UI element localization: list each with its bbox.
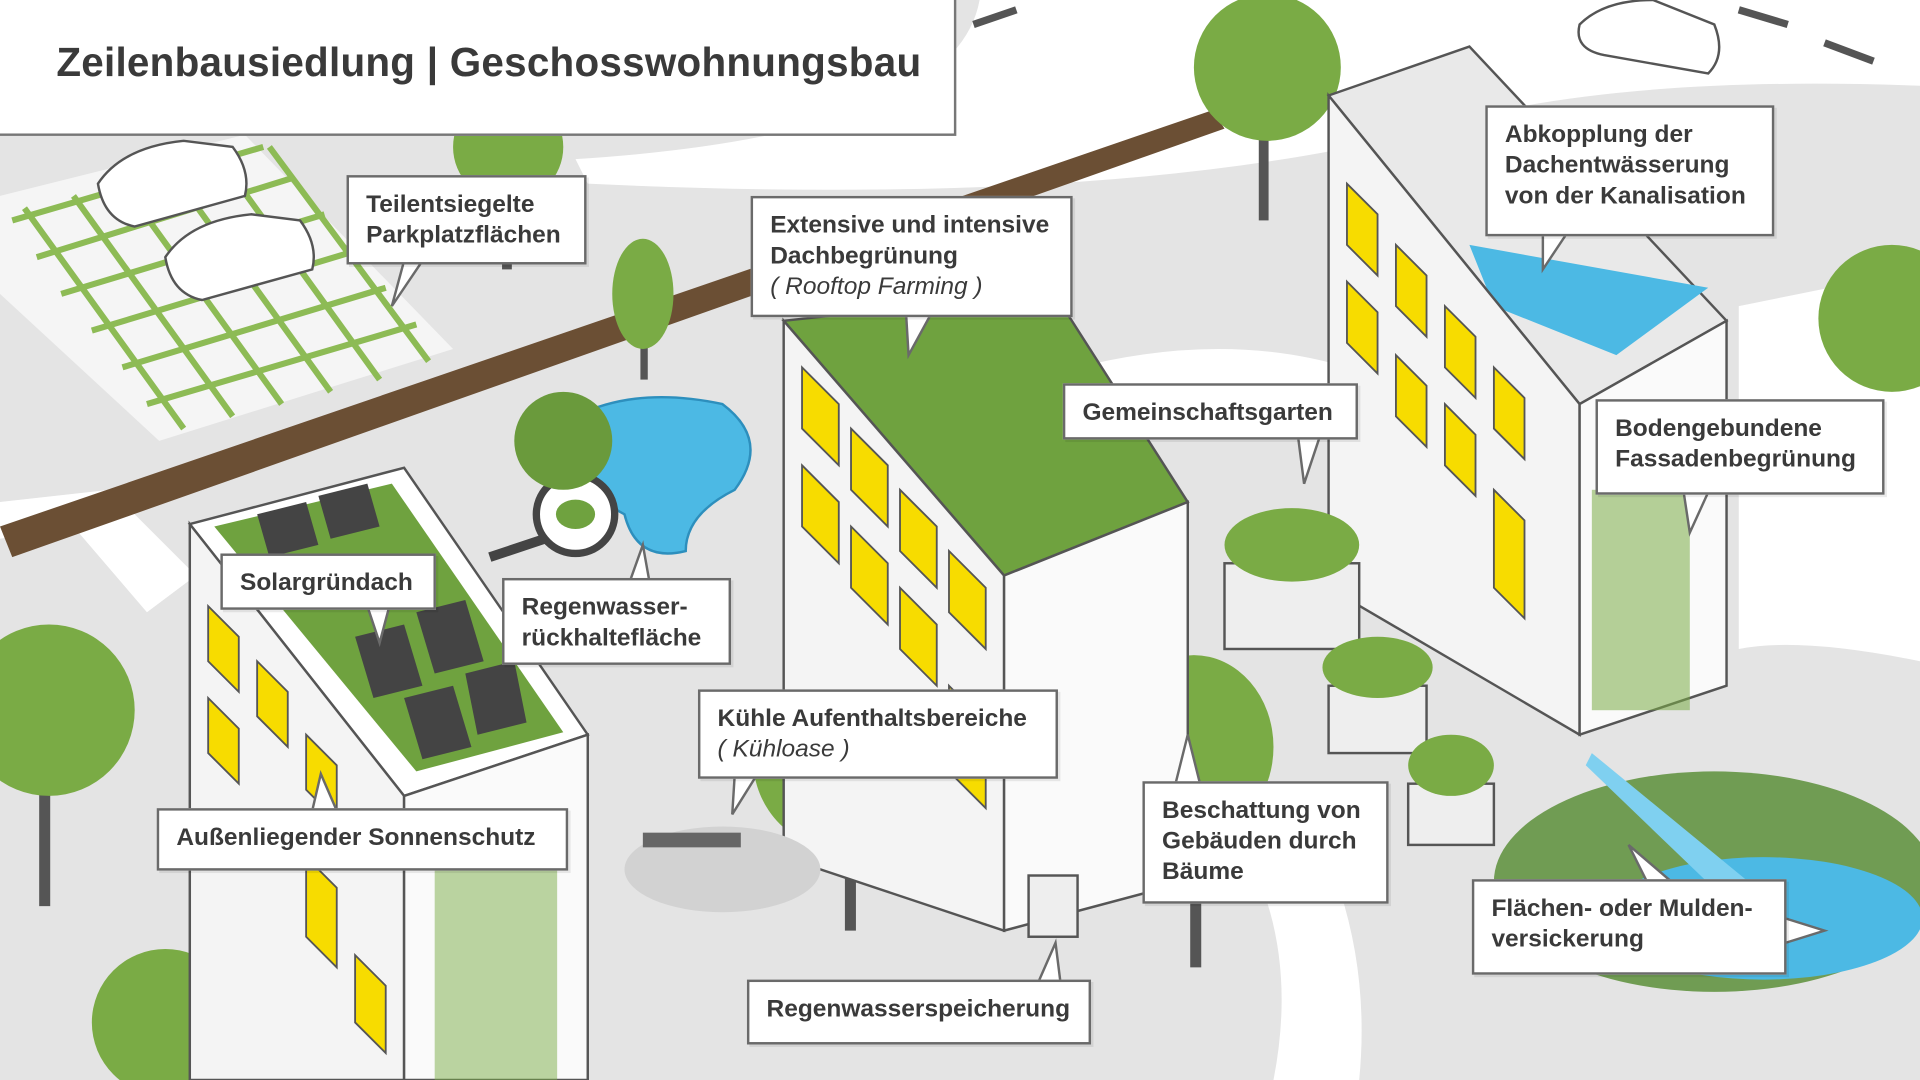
callout-pointers [310, 231, 1829, 984]
callout-facade-green: Bodengebundene Fassadenbegrünung [1595, 399, 1885, 495]
callout-solar-roof: Solargründach [220, 553, 436, 610]
label-line: Teilentsiegelte [366, 191, 535, 218]
building-right [1326, 45, 1729, 737]
callout-sun-protection: Außenliegender Sonnenschutz [156, 808, 569, 871]
label-line: Kühle Aufenthaltsbereiche [717, 705, 1027, 733]
label-line: versickerung [1491, 925, 1644, 953]
label-line: Regenwasserspeicherung [766, 995, 1071, 1023]
label-line: Gebäuden durch [1162, 827, 1357, 855]
callout-community-garden: Gemeinschaftsgarten [1062, 383, 1358, 440]
bench-area [624, 826, 821, 913]
callout-storage: Regenwasserspeicherung [746, 979, 1092, 1045]
label-line: Außenliegender Sonnenschutz [176, 824, 536, 852]
rain-tank [1027, 874, 1079, 938]
callout-roof-green: Extensive und intensive Dachbegrünung ( … [750, 195, 1073, 318]
label-line: Gemeinschaftsgarten [1082, 399, 1333, 427]
page-title: Zeilenbausiedlung | Geschosswohnungsbau [56, 39, 922, 85]
label-line: Extensive und intensive [770, 211, 1050, 239]
cars [96, 0, 1721, 302]
callout-infiltration: Flächen- oder Mulden- versickerung [1471, 879, 1787, 975]
label-line: Solargründach [240, 569, 413, 597]
label-sub: ( Rooftop Farming ) [770, 273, 983, 301]
title-box: Zeilenbausiedlung | Geschosswohnungsbau [0, 0, 957, 136]
label-line: Dachbegrünung [770, 242, 958, 270]
label-line: Abkopplung der [1504, 121, 1693, 149]
label-line: Dachentwässerung [1504, 151, 1730, 179]
callout-retention: Regenwasser- rückhaltefläche [502, 577, 732, 665]
callout-cool-areas: Kühle Aufenthaltsbereiche ( Kühloase ) [697, 689, 1058, 779]
lane-marks [972, 6, 1875, 65]
label-line: rückhaltefläche [521, 624, 702, 652]
label-line: von der Kanalisation [1504, 182, 1746, 210]
callout-decoupling: Abkopplung der Dachentwässerung von der … [1485, 105, 1775, 237]
label-line: Bodengebundene [1615, 415, 1822, 443]
label-line: Fassadenbegrünung [1615, 445, 1856, 473]
label-line: Beschattung von [1162, 797, 1361, 825]
label-line: Bäume [1162, 858, 1244, 886]
label-line: Flächen- oder Mulden- [1491, 895, 1753, 923]
garden-beds [1223, 508, 1496, 847]
label-sub: ( Kühloase ) [717, 735, 850, 763]
label-line: Regenwasser- [521, 593, 688, 621]
bench [642, 832, 741, 848]
label-line: Parkplatzflächen [366, 221, 561, 249]
building-left [187, 466, 590, 1080]
callout-parking: Teilentsiegelte Parkplatzflächen [346, 175, 587, 265]
callout-tree-shading: Beschattung von Gebäuden durch Bäume [1142, 781, 1389, 904]
